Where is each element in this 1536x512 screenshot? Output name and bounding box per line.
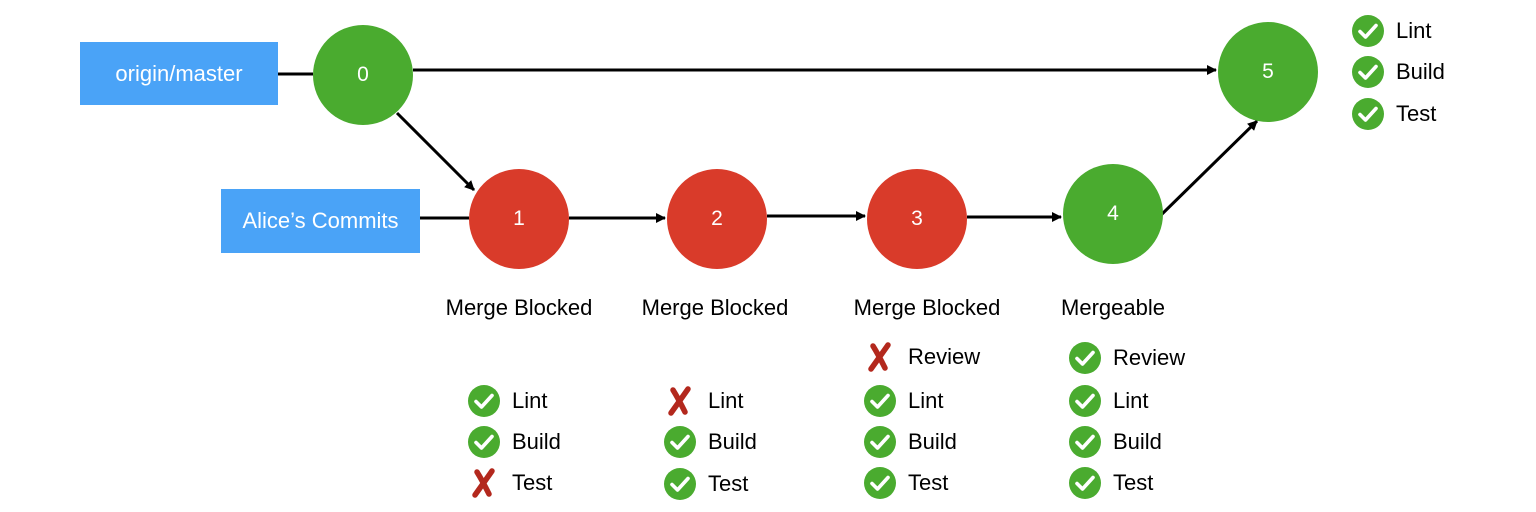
- commit-node-5: 5: [1218, 22, 1318, 122]
- commit-node-0: 0: [313, 25, 413, 125]
- branch-label-master: origin/master: [80, 42, 278, 105]
- check-label: Lint: [908, 388, 944, 413]
- check-c2-build: Build: [664, 426, 757, 458]
- check-label: Test: [1396, 101, 1437, 126]
- checkmark-icon: [1352, 98, 1384, 130]
- checkmark-icon: [864, 467, 896, 499]
- check-c3-lint: Lint: [864, 385, 943, 417]
- cross-icon: [468, 467, 500, 499]
- merge-status-2: Merge Blocked: [641, 295, 789, 320]
- checkmark-icon: [664, 468, 696, 500]
- check-label: Test: [708, 471, 749, 496]
- check-label: Test: [908, 470, 949, 495]
- commit-node-1: 1: [469, 169, 569, 269]
- merge-status-1: Merge Blocked: [445, 295, 593, 320]
- check-label: Lint: [512, 388, 548, 413]
- check-c1-test: Test: [468, 467, 552, 499]
- merge-status-3: Merge Blocked: [853, 295, 1001, 320]
- checkmark-icon: [1352, 56, 1384, 88]
- branch-label-alice: Alice’s Commits: [221, 189, 420, 253]
- commit-node-4: 4: [1063, 164, 1163, 264]
- commit-node-3: 3: [867, 169, 967, 269]
- check-c2-test: Test: [664, 468, 748, 500]
- checkmark-icon: [1352, 15, 1384, 47]
- checkmark-icon: [864, 385, 896, 417]
- check-label: Lint: [1396, 18, 1432, 43]
- cross-icon: [664, 385, 696, 417]
- checkmark-icon: [468, 426, 500, 458]
- merge-status-4: Mergeable: [1061, 295, 1165, 320]
- check-label: Lint: [708, 388, 744, 413]
- check-label: Review: [1113, 345, 1186, 370]
- edge-0-to-1: [395, 111, 476, 192]
- edge-4-to-5: [1157, 119, 1259, 219]
- check-c1-lint: Lint: [468, 385, 547, 417]
- check-label: Review: [908, 344, 981, 369]
- check-label: Build: [708, 429, 757, 454]
- check-label: Build: [1113, 429, 1162, 454]
- checkmark-icon: [468, 385, 500, 417]
- commit-node-2: 2: [667, 169, 767, 269]
- checkmark-icon: [1069, 342, 1101, 374]
- check-c4-lint: Lint: [1069, 385, 1148, 417]
- checkmark-icon: [864, 426, 896, 458]
- check-c4-review: Review: [1069, 342, 1185, 374]
- cross-icon: [864, 341, 896, 373]
- checkmark-icon: [1069, 426, 1101, 458]
- check-label: Test: [512, 470, 553, 495]
- check-label: Build: [908, 429, 957, 454]
- checkmark-icon: [1069, 467, 1101, 499]
- check-c5-lint: Lint: [1352, 15, 1431, 47]
- check-c2-lint: Lint: [664, 385, 743, 417]
- check-c4-test: Test: [1069, 467, 1153, 499]
- check-label: Build: [1396, 59, 1445, 84]
- check-c3-build: Build: [864, 426, 957, 458]
- check-c5-test: Test: [1352, 98, 1436, 130]
- check-c3-review: Review: [864, 341, 980, 373]
- check-c4-build: Build: [1069, 426, 1162, 458]
- check-c3-test: Test: [864, 467, 948, 499]
- check-label: Test: [1113, 470, 1154, 495]
- checkmark-icon: [1069, 385, 1101, 417]
- check-c1-build: Build: [468, 426, 561, 458]
- checkmark-icon: [664, 426, 696, 458]
- check-c5-build: Build: [1352, 56, 1445, 88]
- check-label: Build: [512, 429, 561, 454]
- check-label: Lint: [1113, 388, 1149, 413]
